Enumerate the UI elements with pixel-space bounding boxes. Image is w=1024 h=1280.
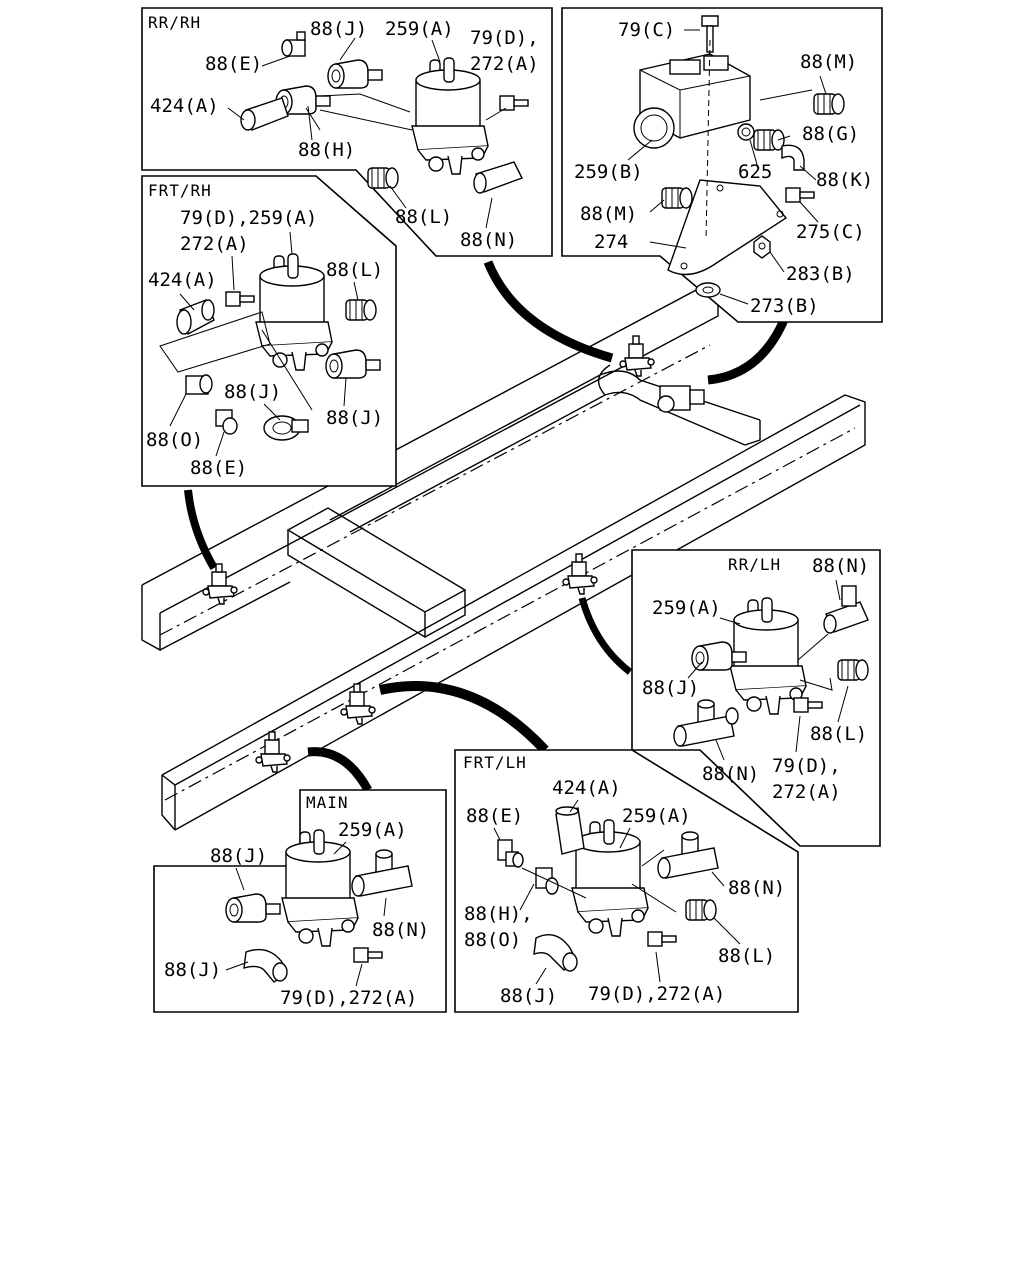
callout: 88(K)	[816, 169, 873, 191]
chassis-frame	[141, 287, 866, 831]
callout: 424(A)	[552, 777, 621, 799]
panel-title: RR/RH	[148, 13, 201, 32]
panel-title: FRT/RH	[148, 181, 212, 200]
panel-frt-rh: FRT/RH 79(D),259(A) 272(A) 424(A) 88(L) …	[141, 175, 397, 487]
panel-title: RR/LH	[728, 555, 781, 574]
callout: 88(E)	[205, 53, 262, 75]
callout: 259(B)	[574, 161, 643, 183]
leader-arcs	[184, 260, 789, 793]
callout: 259(A)	[652, 597, 721, 619]
callout: 273(B)	[750, 295, 819, 317]
callout: 625	[738, 161, 772, 183]
callout: 274	[594, 231, 628, 253]
callout: 79(D),272(A)	[280, 987, 417, 1009]
callout: 88(L)	[395, 206, 452, 228]
callout: 88(O)	[464, 929, 521, 951]
callout: 272(A)	[470, 53, 539, 75]
callout: 88(J)	[326, 407, 383, 429]
callout: 88(O)	[146, 429, 203, 451]
callout: 272(A)	[180, 233, 249, 255]
callout: 88(L)	[810, 723, 867, 745]
callout: 88(M)	[800, 51, 857, 73]
callout: 88(E)	[466, 805, 523, 827]
callout: 88(J)	[210, 845, 267, 867]
callout: 88(N)	[372, 919, 429, 941]
callout: 88(J)	[310, 18, 367, 40]
panel-rr-rh-bracket: 79(C) 88(M) 88(G) 625 88(K) 259(B) 88(M)…	[561, 7, 883, 323]
callout: 88(L)	[326, 259, 383, 281]
panel-title: FRT/LH	[463, 753, 527, 772]
callout: 88(N)	[812, 555, 869, 577]
callout: 79(D),	[772, 755, 841, 777]
callout: 88(G)	[802, 123, 859, 145]
callout: 424(A)	[150, 95, 219, 117]
panel-rr-lh: RR/LH 88(N) 259(A) 88(J) 88(L) 88(N) 79(…	[631, 549, 881, 847]
panel-main: MAIN 259(A) 88(J) 88(N) 88(J) 79(D),272(…	[153, 789, 447, 1013]
frame-valves	[202, 335, 705, 773]
callout: 88(H),	[464, 903, 533, 925]
callout: 88(M)	[580, 203, 637, 225]
callout: 88(N)	[460, 229, 517, 251]
callout: 79(D),259(A)	[180, 207, 317, 229]
callout: 88(J)	[224, 381, 281, 403]
callout: 88(J)	[500, 985, 557, 1007]
callout: 283(B)	[786, 263, 855, 285]
callout: 259(A)	[385, 18, 454, 40]
callout: 88(N)	[728, 877, 785, 899]
callout: 259(A)	[622, 805, 691, 827]
callout: 88(H)	[298, 139, 355, 161]
callout: 272(A)	[772, 781, 841, 803]
callout: 88(L)	[718, 945, 775, 967]
callout: 88(E)	[190, 457, 247, 479]
callout: 88(J)	[164, 959, 221, 981]
callout: 79(D),272(A)	[588, 983, 725, 1005]
callout: 79(D),	[470, 27, 539, 49]
callout: 259(A)	[338, 819, 407, 841]
callout: 88(J)	[642, 677, 699, 699]
panel-rr-rh: RR/RH 88(J) 259(A) 79(D), 272(A) 88(E) 4…	[141, 7, 553, 257]
callout: 424(A)	[148, 269, 217, 291]
panel-frt-lh: FRT/LH 424(A) 88(E) 259(A) 88(N) 88(H), …	[454, 749, 799, 1013]
panel-title: MAIN	[306, 793, 349, 812]
callout: 88(N)	[702, 763, 759, 785]
callout: 79(C)	[618, 19, 675, 41]
callout: 275(C)	[796, 221, 865, 243]
